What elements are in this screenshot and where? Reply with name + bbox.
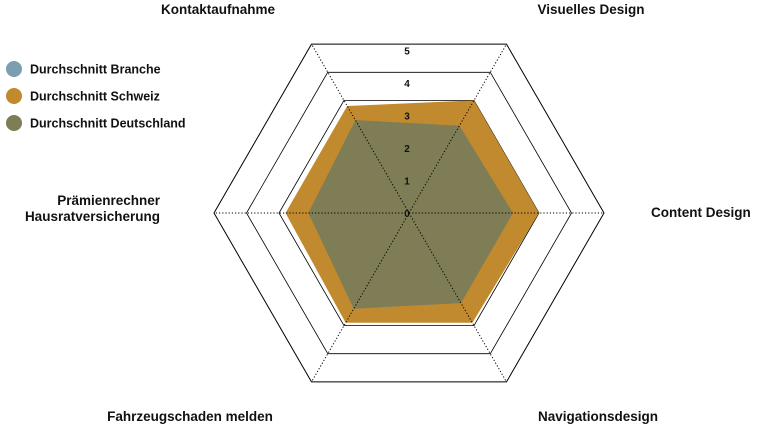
legend-label-0: Durchschnitt Branche [30, 63, 161, 77]
axis-label-2: Navigationsdesign [538, 409, 658, 424]
axis-label-3: Fahrzeugschaden melden [107, 409, 273, 424]
axis-label-4-line-1: Hausratversicherung [25, 209, 160, 224]
tick-label-2: 2 [404, 144, 410, 155]
axis-spoke-3 [311, 212, 410, 383]
axis-spoke-5 [311, 43, 410, 214]
series-area-2 [308, 120, 513, 309]
legend-label-1: Durchschnitt Schweiz [30, 90, 160, 104]
tick-label-4: 4 [404, 79, 410, 90]
axis-label-1: Content Design [651, 205, 751, 220]
grid-ring-5 [246, 71, 572, 355]
tick-label-5: 5 [404, 47, 410, 58]
axis-label-4-line-0: Prämienrechner [57, 193, 161, 208]
legend-swatch-2 [6, 115, 22, 131]
grid-ring-outer [213, 43, 605, 383]
axis-spoke-2 [408, 212, 507, 383]
legend-swatch-0 [6, 61, 22, 77]
legend-swatch-1 [6, 88, 22, 104]
tick-label-0: 0 [404, 209, 410, 220]
axis-label-0: Visuelles Design [537, 2, 644, 17]
legend-label-2: Durchschnitt Deutschland [30, 117, 186, 131]
axis-spoke-0 [408, 43, 507, 214]
tick-label-3: 3 [404, 112, 410, 123]
tick-label-1: 1 [404, 177, 410, 188]
axis-label-5: Kontaktaufnahme [161, 2, 276, 17]
